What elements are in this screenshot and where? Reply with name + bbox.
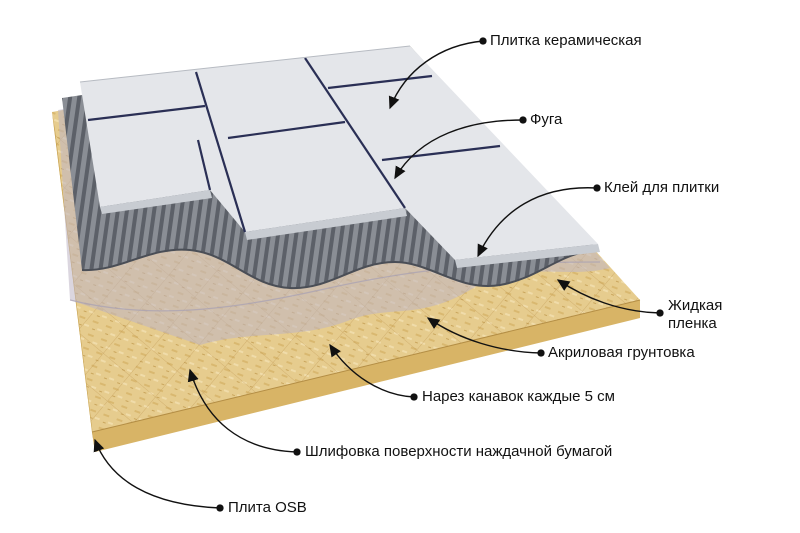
label-tile-adhesive: Клей для плитки [604,179,720,196]
label-osb-board: Плита OSB [228,499,307,516]
label-liquid-membrane-line1: Жидкая [668,297,723,314]
leader-membrane [556,279,664,317]
leader-grooves [329,343,418,401]
leader-primer [426,317,545,357]
label-grout: Фуга [530,111,563,128]
leader-osb [93,438,224,512]
label-grooves: Нарез канавок каждые 5 см [422,388,615,405]
label-liquid-membrane-line2: пленка [668,315,717,332]
leader-tile [388,37,487,110]
ceramic-tiles [79,45,600,268]
leader-adhesive [477,184,601,258]
leader-sanding [187,368,301,456]
label-liquid-membrane: Жидкая пленка [668,297,778,333]
leader-lines [93,37,664,512]
label-sanding: Шлифовка поверхности наждачной бумагой [305,443,613,460]
leader-grout [394,116,527,180]
label-ceramic-tile: Плитка керамическая [490,32,642,49]
label-acrylic-primer: Акриловая грунтовка [548,344,695,361]
